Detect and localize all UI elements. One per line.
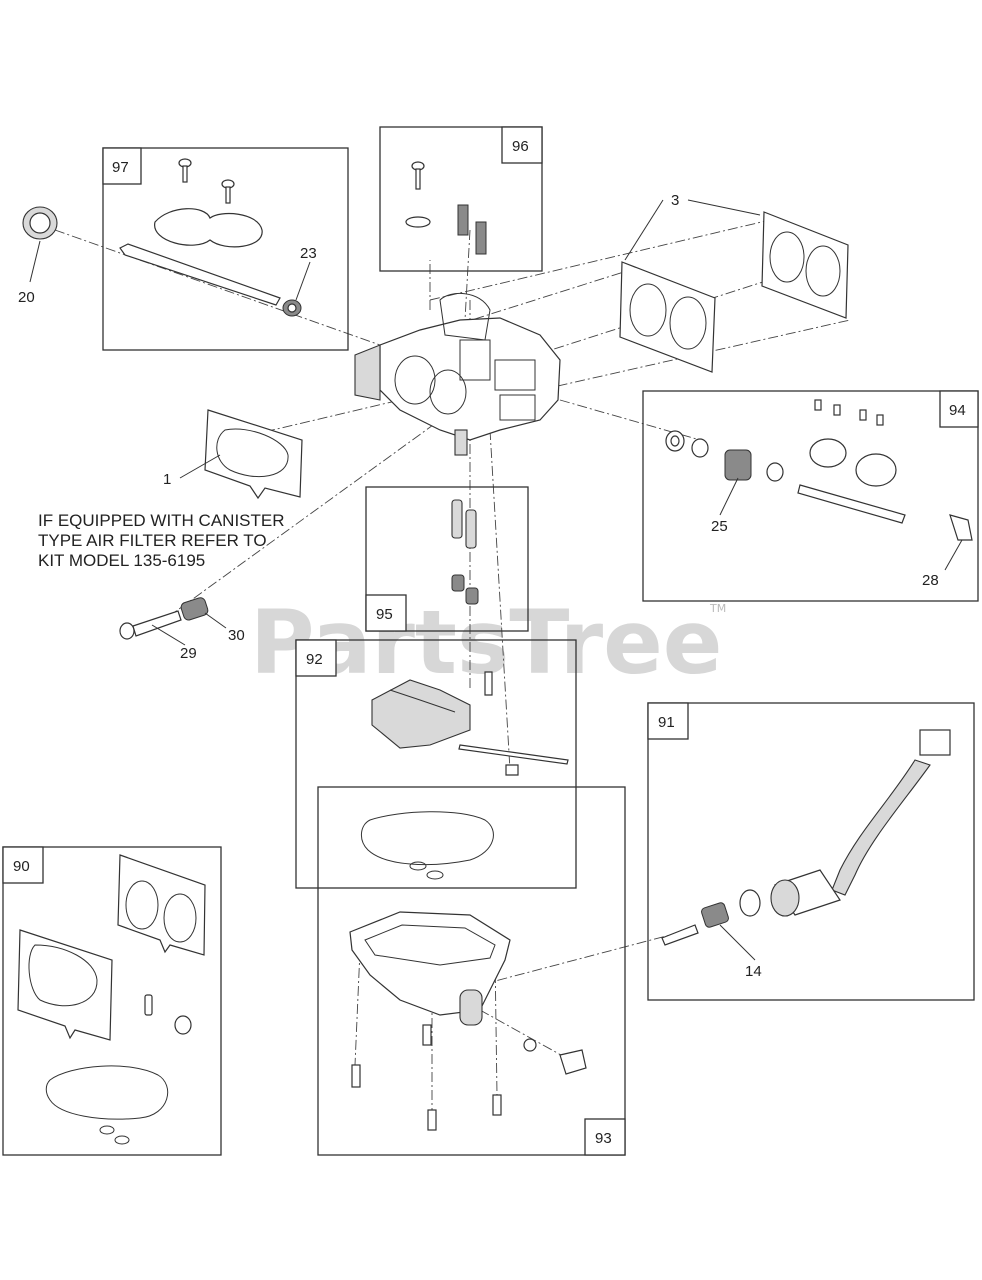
seal-20 bbox=[22, 206, 58, 240]
svg-text:IF EQUIPPED WITH CANISTER: IF EQUIPPED WITH CANISTER bbox=[38, 511, 285, 530]
spring-14 bbox=[701, 902, 729, 928]
kit-94[interactable]: 94 bbox=[642, 390, 979, 602]
kit-90-tag bbox=[2, 846, 44, 884]
spring-30 bbox=[180, 597, 209, 621]
kit-94-label: 94 bbox=[949, 402, 966, 419]
kit-91[interactable]: 91 bbox=[647, 702, 975, 1001]
callout-29: 29 bbox=[180, 645, 197, 662]
kit-95[interactable]: 95 bbox=[365, 486, 529, 632]
kit-95-parts bbox=[451, 499, 479, 605]
kit-97-label: 97 bbox=[112, 159, 129, 176]
kit-95-tag bbox=[365, 594, 407, 632]
callout-20: 20 bbox=[18, 289, 35, 306]
kit-95-label: 95 bbox=[376, 606, 393, 623]
float-bowl bbox=[349, 911, 511, 1026]
throttle-shaft bbox=[119, 243, 281, 306]
canister-filter-note: IF EQUIPPED WITH CANISTER TYPE AIR FILTE… bbox=[38, 511, 285, 570]
kit-93-tag bbox=[584, 1118, 626, 1156]
kit-91-label: 91 bbox=[658, 714, 675, 731]
callout-14: 14 bbox=[745, 963, 762, 980]
solenoid-pin bbox=[661, 924, 699, 946]
gasket-1 bbox=[204, 409, 303, 500]
kit-96-tag bbox=[501, 126, 543, 164]
kit-92[interactable]: 92 bbox=[295, 639, 577, 889]
callout-3: 3 bbox=[671, 192, 679, 209]
kit-96-parts bbox=[405, 161, 487, 255]
needle bbox=[484, 671, 493, 696]
carburetor-body bbox=[354, 292, 561, 456]
callout-28: 28 bbox=[922, 572, 939, 589]
kit-93-label: 93 bbox=[595, 1130, 612, 1147]
callout-25: 25 bbox=[711, 518, 728, 535]
float bbox=[371, 679, 471, 749]
bowl-screws bbox=[351, 1024, 587, 1131]
callout-23: 23 bbox=[300, 245, 317, 262]
screw bbox=[178, 158, 235, 204]
gasket-3 bbox=[619, 211, 849, 373]
callout-30: 30 bbox=[228, 627, 245, 644]
float-screw bbox=[505, 764, 519, 776]
kit-96[interactable]: 96 bbox=[379, 126, 543, 272]
throttle-plate bbox=[154, 208, 263, 248]
callout-1: 1 bbox=[163, 471, 171, 488]
kit-97[interactable]: 97 bbox=[102, 147, 349, 351]
bowl-gasket bbox=[361, 811, 494, 880]
fuel-solenoid bbox=[739, 729, 951, 917]
spring-23 bbox=[282, 299, 302, 317]
svg-text:KIT MODEL 135-6195: KIT MODEL 135-6195 bbox=[38, 551, 205, 570]
kit-97-tag bbox=[102, 147, 142, 185]
kit-92-tag bbox=[295, 639, 337, 677]
callouts: 20 23 3 1 25 28 29 30 14 bbox=[18, 192, 939, 980]
kit-91-tag bbox=[647, 702, 689, 740]
watermark-trademark: TM bbox=[709, 602, 726, 615]
leader-lines bbox=[29, 199, 963, 961]
kit-90-parts bbox=[17, 854, 206, 1145]
kit-90[interactable]: 90 bbox=[2, 846, 222, 1156]
svg-text:TYPE AIR FILTER REFER TO: TYPE AIR FILTER REFER TO bbox=[38, 531, 267, 550]
kit-93[interactable]: 93 bbox=[317, 786, 626, 1156]
kit-96-label: 96 bbox=[512, 138, 529, 155]
float-pin bbox=[458, 744, 569, 765]
kit-90-label: 90 bbox=[13, 858, 30, 875]
idle-screw-29 bbox=[119, 610, 182, 640]
kit-92-label: 92 bbox=[306, 651, 323, 668]
kit-94-parts bbox=[665, 399, 973, 541]
kit-94-tag bbox=[939, 390, 979, 428]
